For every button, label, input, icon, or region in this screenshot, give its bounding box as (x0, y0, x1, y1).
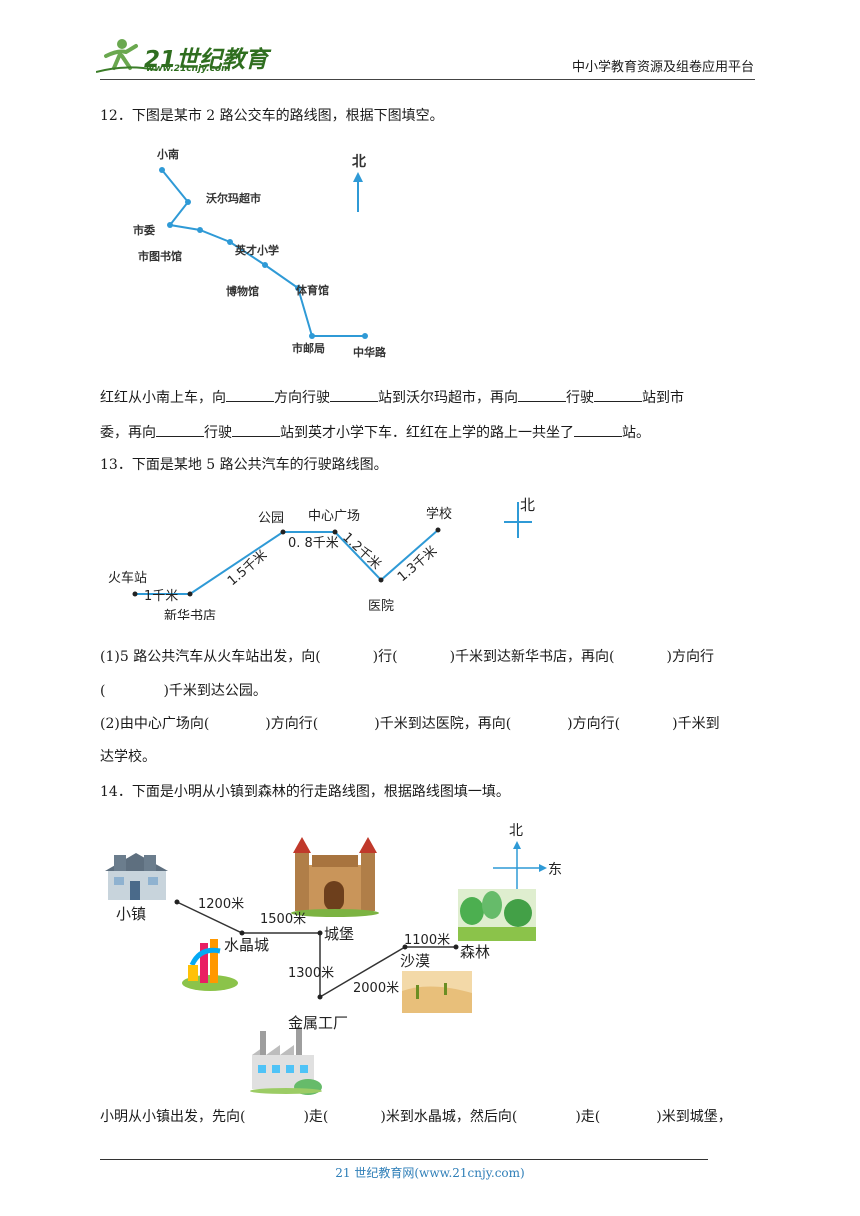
q13-route-map: 北 火车站 新华书店 公园 中心广场 医院 学校 1千米 1.5千米 0. 8千… (108, 496, 535, 620)
runner-logo-icon (96, 39, 157, 73)
answer-blank[interactable] (330, 387, 378, 402)
footer-text[interactable]: 21 世纪教育网(www.21cnjy.com) (335, 1166, 525, 1180)
q12-station: 体育馆 (296, 283, 329, 297)
q13-station: 中心广场 (308, 509, 360, 524)
q14-compass-icon (493, 841, 547, 895)
crystal-city-icon (182, 939, 238, 991)
q14-distance-label: 1500米 (260, 912, 306, 927)
q13-station: 学校 (426, 506, 452, 522)
q14-distance-label: 1300米 (288, 966, 334, 981)
q13-station: 公园 (258, 511, 284, 526)
q13-north-compass-icon (504, 502, 532, 538)
q13-title: 13．下面是某地 5 路公共汽车的行驶路线图。 (100, 457, 388, 473)
header-divider (100, 79, 755, 80)
q13-north-label: 北 (520, 496, 535, 514)
q12-fill-line-1: 红红从小南上车，向方向行驶站到沃尔玛超市，再向行驶站到市 (100, 387, 684, 408)
q14-place-label: 小镇 (116, 905, 146, 923)
q14-distance-label: 1200米 (198, 897, 244, 912)
logo-main-text: 21世纪教育 (144, 47, 269, 73)
q12-station: 小南 (156, 147, 179, 161)
q13-station: 新华书店 (164, 608, 216, 620)
q13-fill-line-3: (2)由中心广场向()方向行()千米到达医院，再向()方向行()千米到 (100, 716, 720, 732)
answer-blank[interactable] (226, 387, 274, 402)
q13-distance-label: 1.2千米 (339, 530, 383, 573)
q12-station: 市委 (133, 223, 156, 237)
answer-blank[interactable] (156, 422, 204, 437)
q13-fill-line-2: ()千米到达公园。 (100, 683, 267, 699)
q13-fill-line-4: 达学校。 (100, 749, 156, 765)
q14-place-label: 水晶城 (224, 936, 269, 954)
q12-route-map: 北 小南 沃尔玛超市 市委 市图书馆 英才小学 博物馆 体育馆 市邮局 中华路 (133, 147, 387, 359)
q12-station: 沃尔玛超市 (206, 191, 261, 205)
q12-north-arrow-icon (353, 172, 363, 212)
q12-station: 博物馆 (226, 284, 259, 298)
answer-blank[interactable] (232, 422, 280, 437)
castle-icon (291, 837, 379, 917)
factory-icon (250, 1027, 322, 1095)
logo-sub-text: www.21cnjy.com (146, 64, 231, 74)
q13-station: 医院 (368, 599, 394, 614)
q14-place-label: 森林 (460, 943, 490, 961)
q14-title: 14．下面是小明从小镇到森林的行走路线图，根据路线图填一填。 (100, 784, 510, 800)
q14-fill-line-1: 小明从小镇出发，先向()走()米到水晶城，然后向()走()米到城堡， (100, 1109, 732, 1125)
q14-place-label: 沙漠 (400, 952, 430, 970)
q13-distance-label: 0. 8千米 (288, 536, 339, 551)
q12-fill-line-2: 委，再向行驶站到英才小学下车．红红在上学的路上一共坐了站。 (100, 422, 650, 443)
q13-distance-label: 1.5千米 (225, 548, 270, 590)
q13-fill-line-1: (1)5 路公共汽车从火车站出发，向()行()千米到达新华书店，再向()方向行 (100, 649, 714, 665)
q14-place-label: 城堡 (324, 925, 354, 943)
town-house-icon (105, 853, 168, 900)
answer-blank[interactable] (574, 422, 622, 437)
q14-place-label: 金属工厂 (288, 1014, 348, 1032)
q14-distance-label: 2000米 (353, 981, 399, 996)
q14-route-map: 北 东 (105, 823, 562, 1095)
q13-distance-label: 1.3千米 (395, 544, 440, 586)
answer-blank[interactable] (594, 387, 642, 402)
q12-title: 12．下图是某市 2 路公交车的路线图，根据下图填空。 (100, 108, 444, 124)
footer-divider (100, 1159, 708, 1160)
q12-station: 中华路 (353, 345, 387, 359)
q12-station: 市图书馆 (138, 249, 182, 263)
site-logo (96, 39, 157, 73)
desert-icon (402, 971, 472, 1013)
forest-icon (458, 889, 536, 941)
q12-station: 市邮局 (292, 341, 325, 355)
q13-station: 火车站 (108, 570, 147, 586)
q14-compass-north-label: 北 (509, 823, 523, 839)
q12-north-label: 北 (352, 154, 366, 170)
q13-distance-label: 1千米 (144, 589, 178, 604)
q14-compass-east-label: 东 (548, 862, 562, 878)
answer-blank[interactable] (518, 387, 566, 402)
q12-station: 英才小学 (234, 243, 279, 257)
header-platform-text: 中小学教育资源及组卷应用平台 (572, 60, 755, 75)
q14-distance-label: 1100米 (404, 933, 450, 948)
